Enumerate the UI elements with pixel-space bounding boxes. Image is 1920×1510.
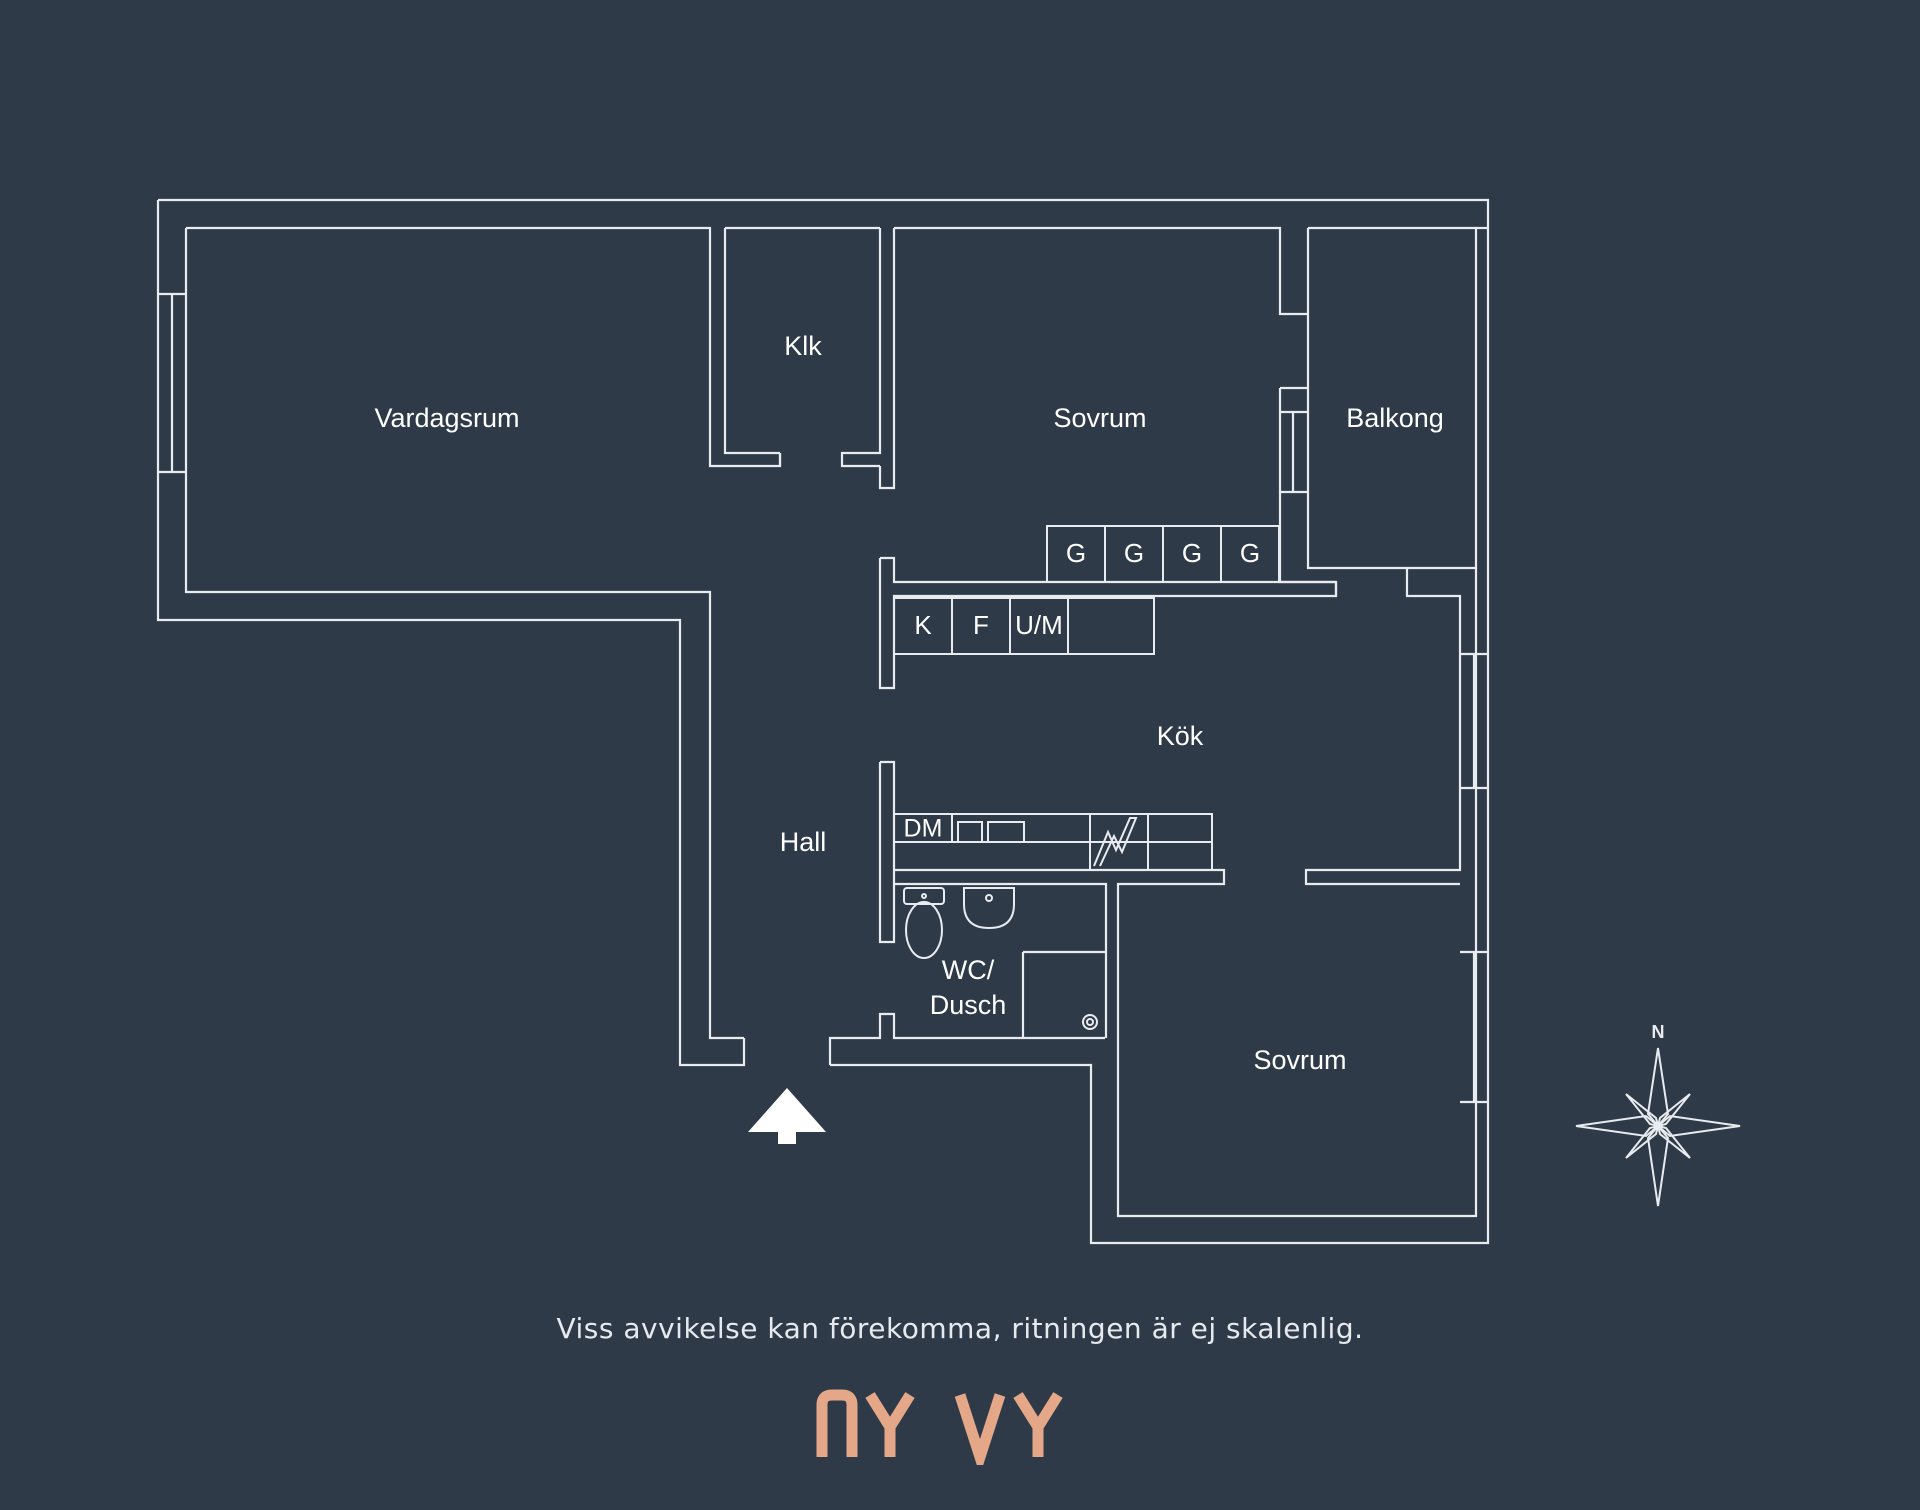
fixture-label-um: U/M (1015, 610, 1063, 640)
storage-label-g4: G (1240, 538, 1260, 568)
klk-walls (723, 226, 896, 490)
storage-label-g2: G (1124, 538, 1144, 568)
toilet-icon (903, 887, 945, 959)
disclaimer-text: Viss avvikelse kan förekomma, ritningen … (556, 1312, 1364, 1345)
kitchen-counter-top (893, 597, 1155, 655)
shower-drain-icon (1082, 1014, 1098, 1030)
wc-walls (894, 882, 1108, 1038)
room-label-balkong: Balkong (1346, 403, 1444, 433)
compass-north-label: N (1652, 1022, 1665, 1042)
room-label-sovrum-bottom: Sovrum (1253, 1045, 1346, 1075)
sink-icon (963, 887, 1015, 930)
balkong-walls (1306, 226, 1488, 570)
outer-wall-left-top (156, 200, 746, 1067)
room-label-klk: Klk (784, 331, 822, 361)
room-label-dusch: Dusch (930, 990, 1007, 1020)
entrance-right-jamb (828, 1012, 1105, 1065)
room-label-wc: WC/ (942, 955, 995, 985)
brand-logo (816, 1389, 1063, 1465)
fixture-label-dm: DM (904, 815, 943, 843)
entrance-arrow-icon (748, 1088, 826, 1144)
fixture-label-k: K (914, 610, 932, 640)
stove-icon (1093, 817, 1138, 867)
inner-wall-vardagsrum-left (184, 228, 744, 1040)
fixture-label-f: F (973, 610, 989, 640)
window-sovrum-bottom (1460, 950, 1488, 1104)
room-label-hall: Hall (780, 827, 827, 857)
window-kok (1460, 652, 1488, 790)
room-label-vardagsrum: Vardagsrum (374, 403, 519, 433)
room-label-sovrum-top: Sovrum (1053, 403, 1146, 433)
outer-walls (156, 198, 1490, 1245)
storage-label-g3: G (1182, 538, 1202, 568)
partition-walls (878, 556, 1478, 1218)
compass-icon: N (1575, 1022, 1741, 1207)
room-label-kok: Kök (1157, 721, 1204, 751)
outer-wall-outline (158, 198, 1490, 1245)
storage-label-g1: G (1066, 538, 1086, 568)
window-vardagsrum (158, 292, 186, 474)
kitchen-counter-bottom (893, 813, 1213, 871)
